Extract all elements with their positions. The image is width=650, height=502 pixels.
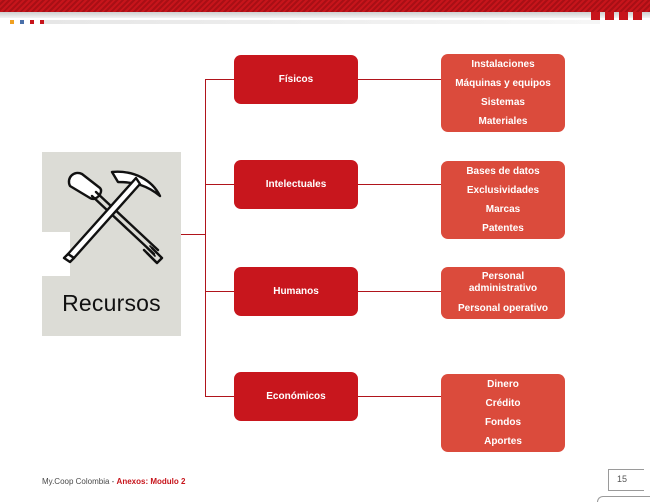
resource-card: Recursos [42, 152, 181, 336]
header-dot [40, 20, 44, 24]
header-dot [10, 20, 14, 24]
detail-box-economicos: Dinero Crédito Fondos Aportes [441, 374, 565, 452]
header-dot [30, 20, 34, 24]
detail-item: Marcas [485, 203, 521, 215]
header-dots [10, 20, 44, 24]
page-corner-tab [597, 496, 650, 502]
footer-text: My.Coop Colombia - Anexos: Modulo 2 [42, 477, 185, 486]
header-shadow [0, 12, 650, 18]
category-label: Económicos [266, 391, 326, 402]
connector-branch [205, 79, 234, 80]
detail-item: Personal administrativo [468, 271, 538, 294]
header-square [605, 12, 614, 20]
detail-item: Sistemas [481, 96, 525, 108]
shovel-and-pickaxe-icon [62, 170, 164, 265]
detail-item: Personal operativo [457, 303, 549, 314]
footer-brand: My.Coop Colombia - [42, 477, 117, 486]
header-faint-line [40, 20, 600, 24]
connector-trunk [205, 79, 206, 397]
category-box-economicos: Económicos [234, 372, 358, 421]
header-square [633, 12, 642, 20]
header-dot [20, 20, 24, 24]
connector-branch [205, 291, 234, 292]
detail-box-fisicos: Instalaciones Máquinas y equipos Sistema… [441, 54, 565, 132]
header-square [619, 12, 628, 20]
card-notch [42, 232, 70, 276]
detail-box-humanos: Personal administrativo Personal operati… [441, 267, 565, 319]
connector-branch [205, 396, 234, 397]
detail-box-intelectuales: Bases de datos Exclusividades Marcas Pat… [441, 161, 565, 239]
category-label: Físicos [278, 74, 314, 85]
header-square [591, 12, 600, 20]
connector-detail [358, 396, 441, 397]
detail-item: Materiales [478, 115, 528, 127]
header-stripe-band [0, 0, 650, 12]
detail-item: Exclusividades [466, 184, 540, 196]
category-box-intelectuales: Intelectuales [234, 160, 358, 209]
category-label: Humanos [273, 286, 319, 297]
connector-main-horizontal [181, 234, 205, 235]
category-label: Intelectuales [265, 179, 327, 190]
detail-item: Máquinas y equipos [455, 77, 551, 89]
detail-item: Aportes [484, 435, 522, 447]
connector-detail [358, 79, 441, 80]
page-number: 15 [608, 469, 644, 491]
footer-section: Anexos: Modulo 2 [116, 477, 186, 486]
connector-detail [358, 291, 441, 292]
detail-item: Crédito [485, 397, 521, 409]
category-box-humanos: Humanos [234, 267, 358, 316]
connector-detail [358, 184, 441, 185]
detail-item: Dinero [487, 378, 519, 390]
header-squares [591, 12, 642, 20]
category-box-fisicos: Físicos [234, 55, 358, 104]
detail-item: Patentes [482, 222, 524, 234]
resource-title: Recursos [62, 290, 161, 316]
detail-item: Fondos [484, 416, 522, 428]
detail-item: Bases de datos [466, 165, 540, 177]
connector-branch [205, 184, 234, 185]
detail-item: Instalaciones [471, 58, 535, 70]
